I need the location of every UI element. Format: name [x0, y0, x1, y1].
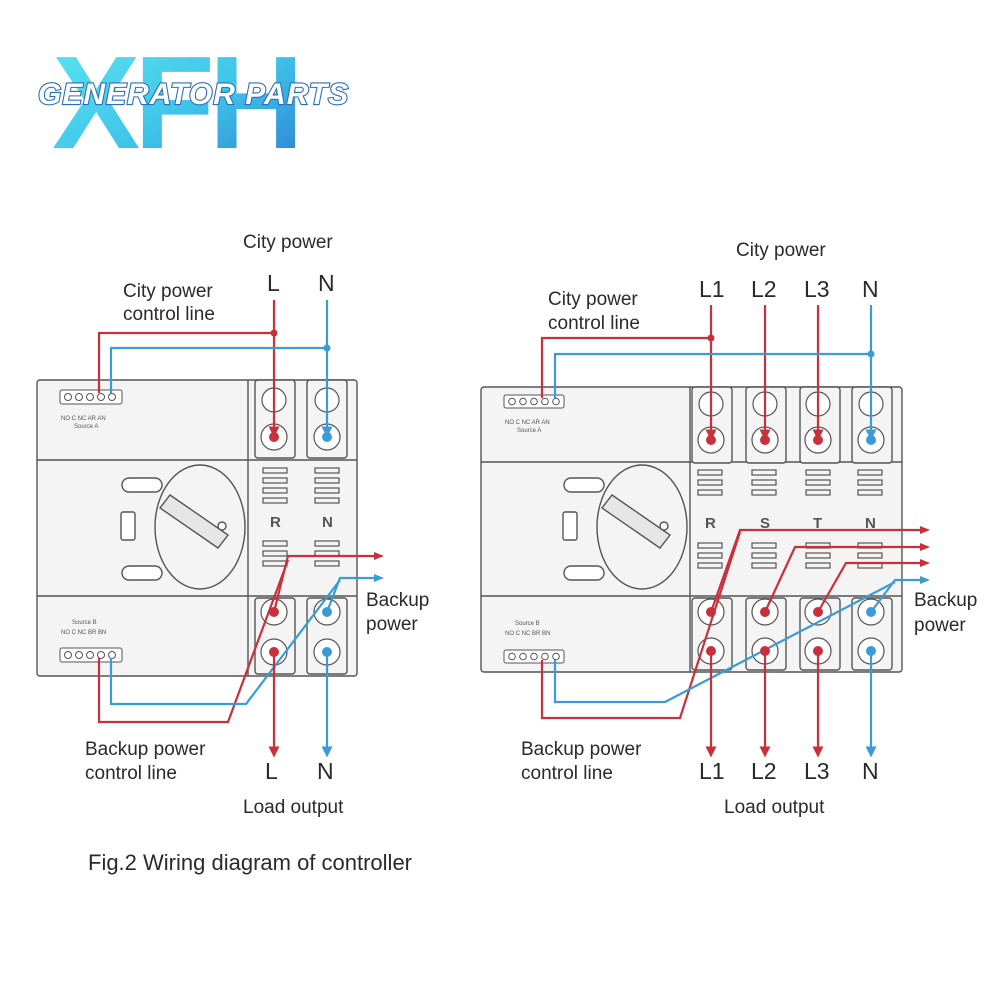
left-source-a-name: Source A [74, 424, 98, 430]
right-source-a-name: Source A [517, 428, 541, 434]
right-city-control-label-1: City power [548, 289, 638, 310]
brand-logo: XFH GENERATOR PARTS [37, 29, 349, 176]
right-backup-control-label-2: control line [521, 763, 613, 784]
right-load-output-label: Load output [724, 797, 825, 818]
logo-letters: XFH [52, 29, 298, 176]
right-backup-l1-wire [709, 528, 925, 613]
right-load-terminal-l2: L2 [751, 758, 777, 784]
right-city-control-neutral [553, 352, 871, 398]
left-city-terminal-n: N [318, 270, 335, 296]
right-phase-label-n: N [865, 515, 876, 532]
left-backup-control-label-2: control line [85, 763, 177, 784]
left-city-power-label: City power [243, 232, 333, 253]
right-phase-label-t: T [813, 515, 822, 532]
left-source-a-terminal-block [59, 389, 123, 405]
left-backup-control-neutral [109, 579, 341, 706]
right-city-power-label: City power [736, 240, 826, 261]
right-city-control-live [540, 336, 711, 398]
left-load-output-label: Load output [243, 797, 344, 818]
left-city-control-neutral [109, 346, 327, 393]
left-backup-l-wire [272, 554, 380, 613]
left-city-terminal-l: L [267, 270, 280, 296]
right-source-a-terminal-block [503, 394, 565, 409]
right-wires [540, 305, 930, 758]
right-backup-power-label-2: power [914, 615, 966, 636]
right-source-a-pins: NO C NC AR AN [505, 420, 550, 426]
left-source-a-pins: NO C NC AR AN [61, 416, 106, 422]
left-backup-power-label-1: Backup [366, 590, 429, 611]
left-load-terminal-l: L [265, 758, 278, 784]
left-backup-n-wire [325, 576, 380, 613]
right-city-terminal-l3: L3 [804, 276, 830, 302]
left-backup-control-label-1: Backup power [85, 739, 206, 760]
left-backup-power-label-2: power [366, 614, 418, 635]
right-diagram: R S T N NO C NC AR AN Source A Source B … [480, 240, 977, 818]
right-backup-control-live [540, 531, 742, 720]
right-backup-l2-wire [764, 545, 925, 613]
right-source-b-name: Source B [515, 621, 540, 627]
left-phase-label-n: N [322, 514, 333, 531]
right-backup-l3-wire [817, 561, 925, 613]
right-city-terminal-l2: L2 [751, 276, 777, 302]
right-phase-label-r: R [705, 515, 716, 532]
right-load-terminal-l3: L3 [804, 758, 830, 784]
left-load-terminal-n: N [317, 758, 334, 784]
left-vents [262, 467, 340, 567]
left-city-control-live [97, 331, 274, 393]
right-city-control-label-2: control line [548, 313, 640, 334]
left-phase-label-r: R [270, 514, 281, 531]
right-junction-dots [706, 334, 876, 656]
left-source-b-pins: NO C NC BR BN [61, 630, 106, 636]
right-source-b-terminal-block [503, 649, 565, 664]
right-vents [697, 469, 883, 569]
right-backup-control-neutral [553, 581, 896, 704]
left-junction-dots [269, 329, 332, 657]
logo-subtitle: GENERATOR PARTS [38, 78, 349, 111]
right-backup-control-label-1: Backup power [521, 739, 642, 760]
right-source-b-pins: NO C NC BR BN [505, 631, 550, 637]
left-city-control-label-1: City power [123, 281, 213, 302]
figure-caption: Fig.2 Wiring diagram of controller [88, 850, 412, 875]
left-wires [97, 300, 384, 758]
right-load-terminal-n: N [862, 758, 879, 784]
right-city-terminal-n: N [862, 276, 879, 302]
left-diagram: R N NO C NC AR AN Source A Source B NO C… [36, 232, 429, 818]
left-backup-control-live [97, 559, 290, 724]
right-backup-power-label-1: Backup [914, 590, 977, 611]
right-load-terminal-l1: L1 [699, 758, 725, 784]
right-phase-label-s: S [760, 515, 770, 532]
left-source-b-name: Source B [72, 620, 97, 626]
left-source-b-terminal-block [59, 647, 123, 663]
right-backup-n-wire [870, 578, 925, 613]
right-city-terminal-l1: L1 [699, 276, 725, 302]
left-city-control-label-2: control line [123, 304, 215, 325]
